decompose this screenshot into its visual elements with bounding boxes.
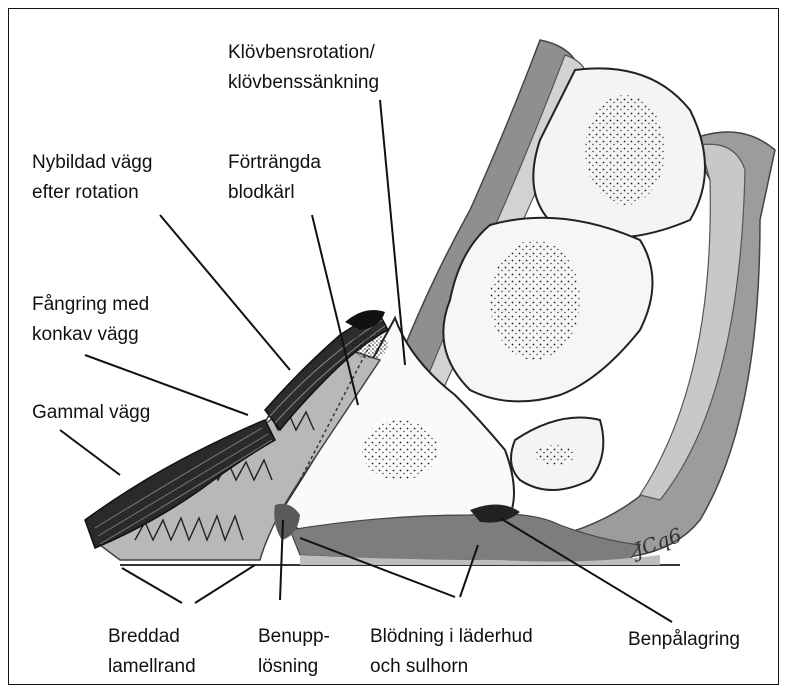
label-bleeding-2: och sulhorn [370, 656, 468, 677]
label-bleeding-1: Blödning i läderhud [370, 626, 533, 647]
leader-lamellar-2 [195, 565, 255, 603]
label-vessels-2: blodkärl [228, 182, 295, 203]
label-new-wall-2: efter rotation [32, 182, 139, 203]
leader-new-wall [160, 215, 290, 370]
label-lamellar-2: lamellrand [108, 656, 196, 677]
label-ring-1: Fångring med [32, 294, 149, 315]
label-rotation-1: Klövbensrotation/ [228, 42, 376, 63]
label-old-wall: Gammal vägg [32, 402, 150, 423]
label-bone-loss-1: Benupp- [258, 626, 330, 647]
navicular-stipple [535, 445, 575, 465]
bone-marrow-stipple-2 [490, 240, 580, 360]
label-ring-2: konkav vägg [32, 324, 139, 345]
coffin-bone-stipple [362, 420, 438, 480]
leader-lamellar-1 [122, 568, 182, 603]
label-rotation-2: klövbenssänkning [228, 72, 379, 93]
label-bone-growth: Benpålagring [628, 629, 740, 650]
leader-old-wall [60, 430, 120, 475]
label-lamellar-1: Breddad [108, 626, 180, 647]
label-vessels-1: Förträngda [228, 152, 321, 173]
bone-marrow-stipple-1 [585, 95, 665, 205]
label-bone-loss-2: lösning [258, 656, 318, 677]
label-new-wall-1: Nybildad vägg [32, 152, 152, 173]
